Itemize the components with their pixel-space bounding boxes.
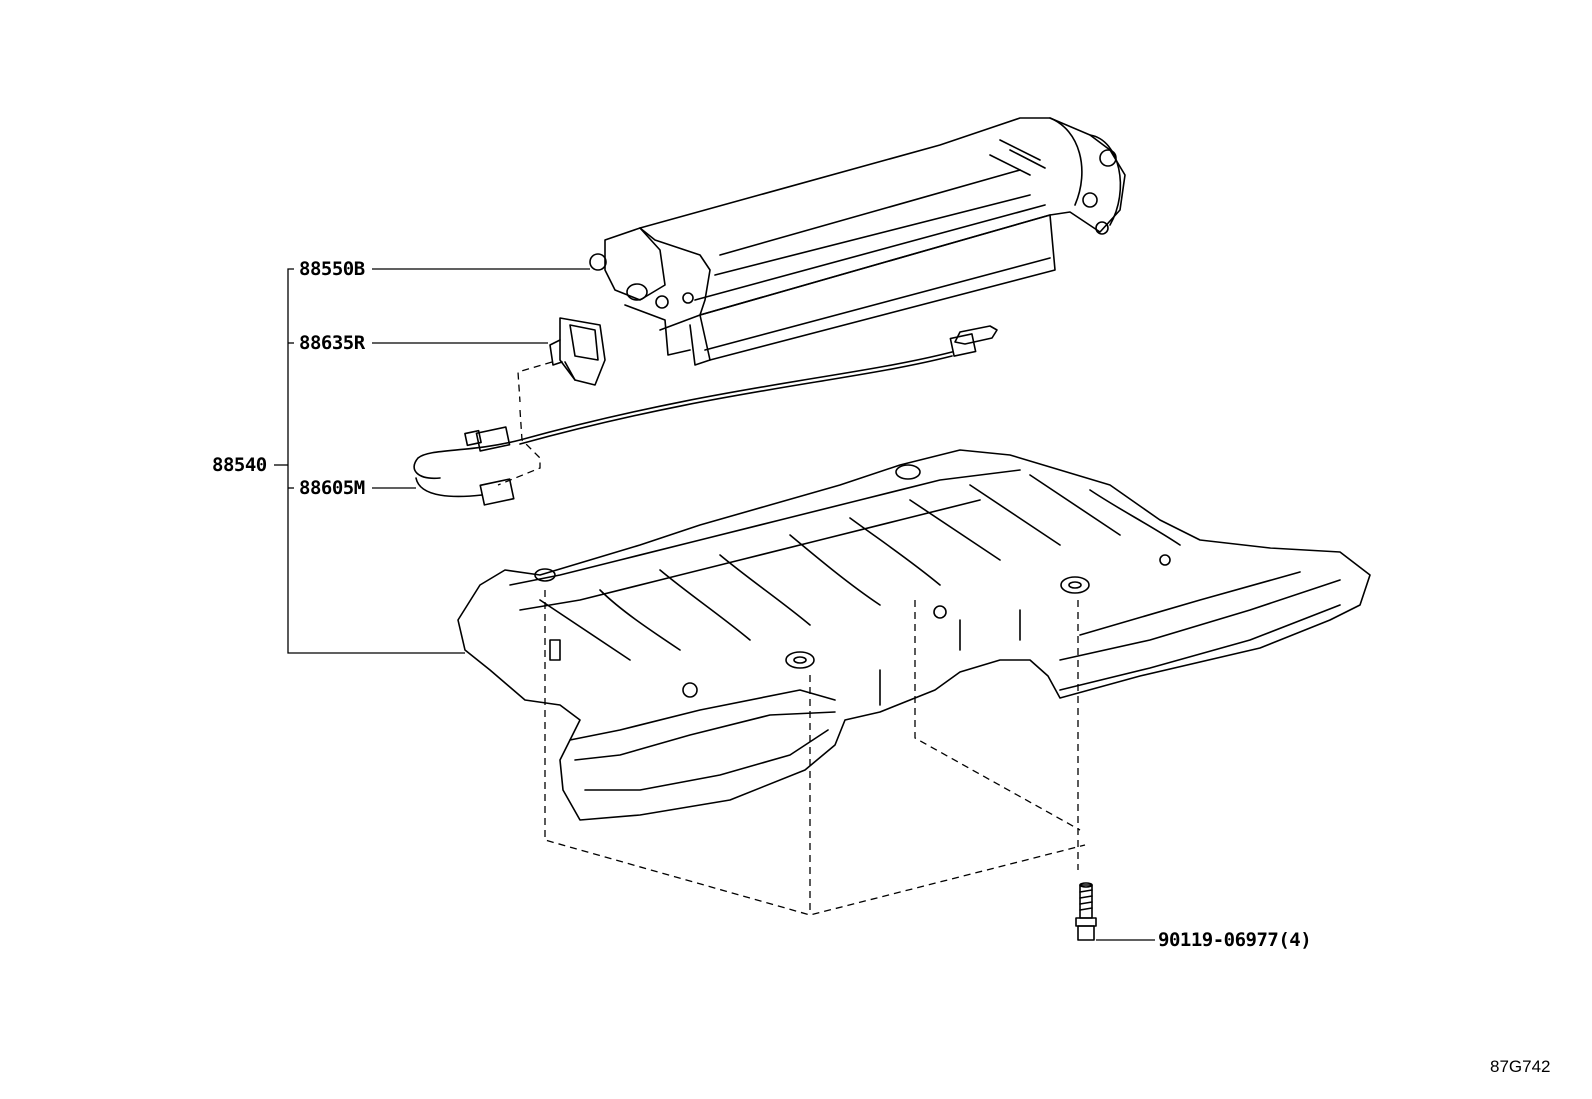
callout-88605m: 88605M — [299, 477, 365, 499]
callout-bolt-90119-06977: 90119-06977(4) — [1158, 929, 1312, 951]
upper-duct-unit — [589, 117, 1126, 366]
figure-code: 87G742 — [1490, 1057, 1551, 1076]
leader-lines — [274, 268, 1155, 941]
dashed-reference-lines — [497, 361, 1086, 916]
callout-88550b: 88550B — [299, 258, 365, 280]
intake-manifold-body — [457, 449, 1371, 821]
callout-88635r: 88635R — [299, 332, 365, 354]
bolt-part — [1075, 882, 1097, 941]
wire-harness-part — [413, 325, 998, 506]
callout-88540: 88540 — [212, 454, 267, 476]
sensor-part — [549, 317, 606, 386]
